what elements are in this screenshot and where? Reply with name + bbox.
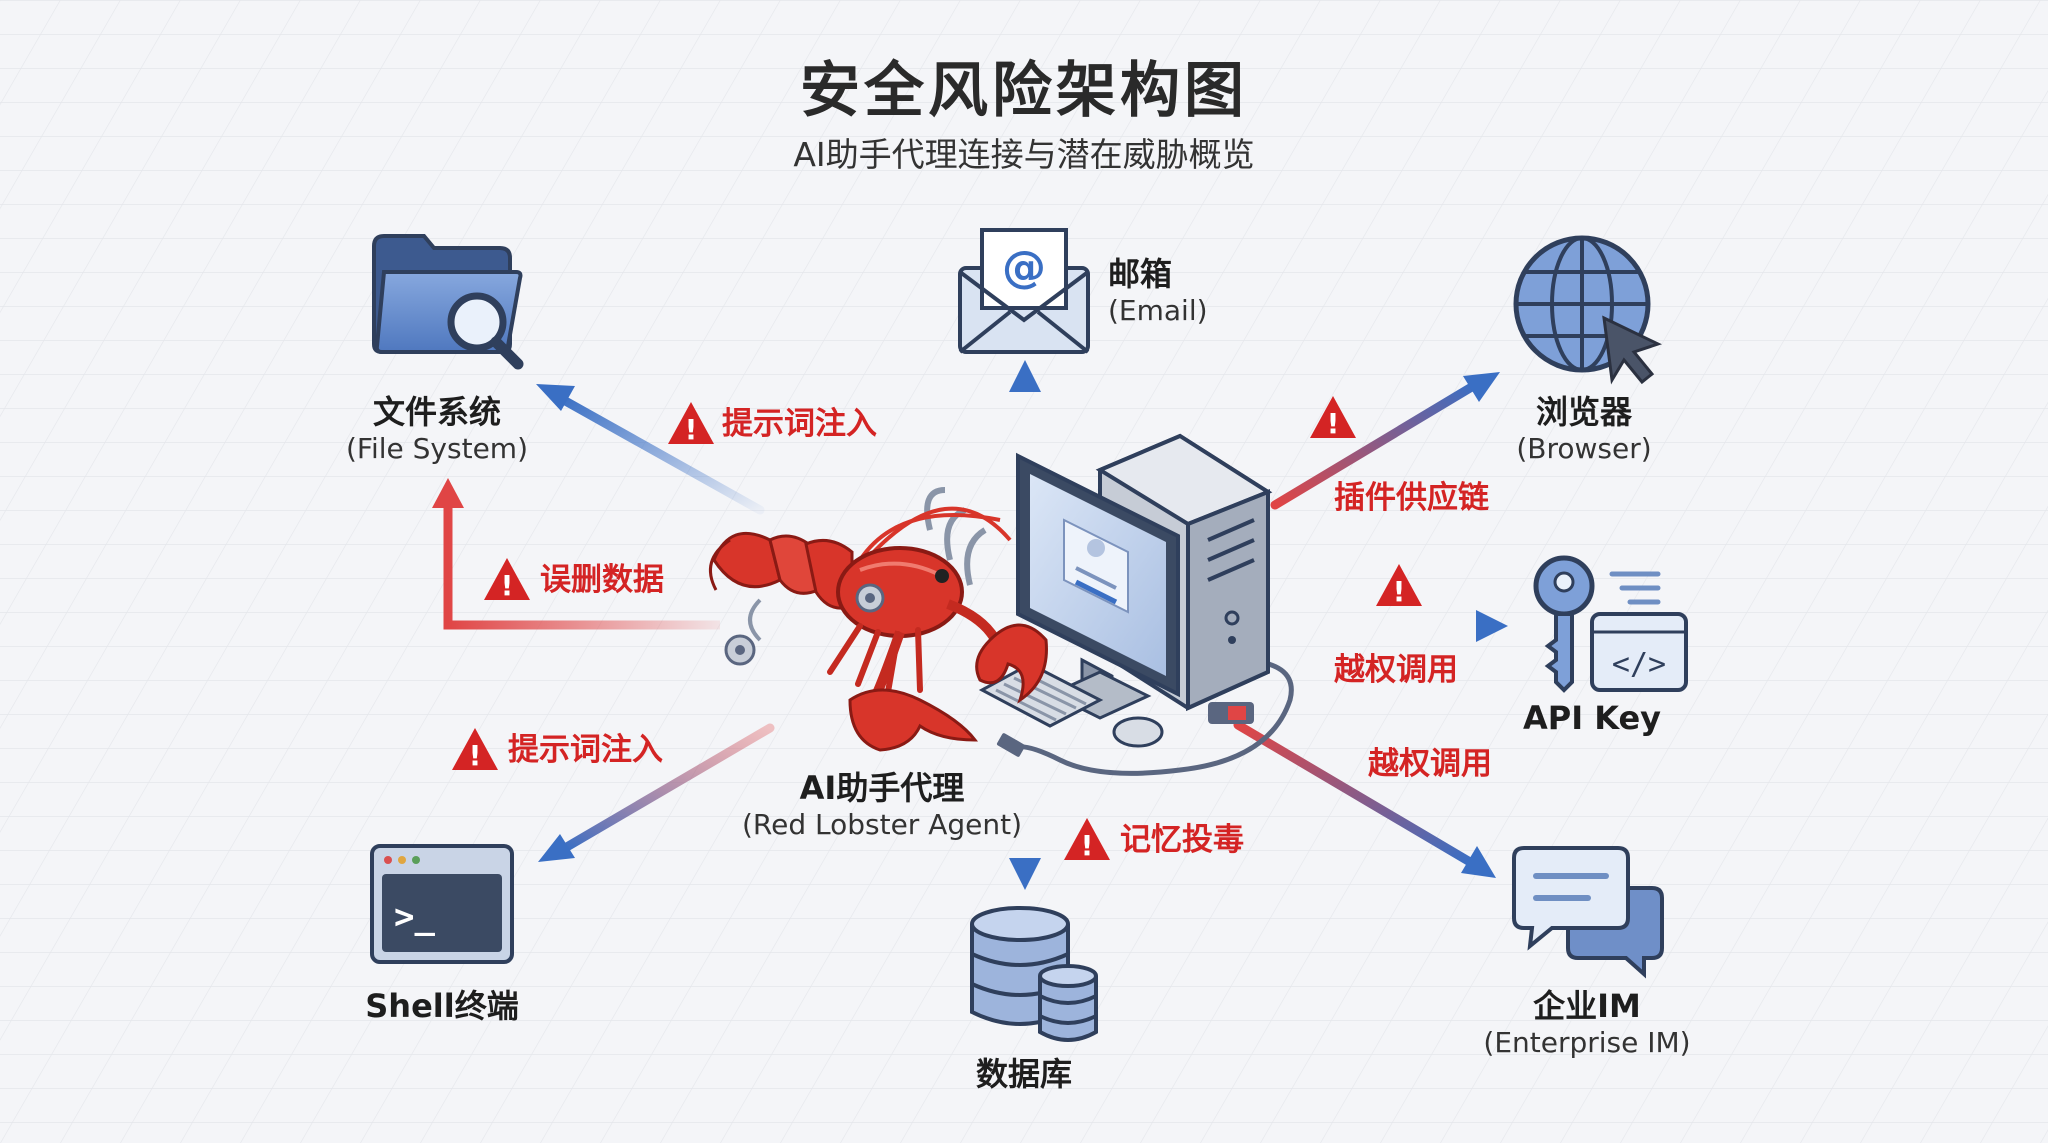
node-shell: Shell终端 bbox=[282, 986, 602, 1026]
node-im-sub: (Enterprise IM) bbox=[1483, 1026, 1691, 1059]
svg-text:!: ! bbox=[1393, 575, 1406, 608]
arrow-im bbox=[1233, 720, 1496, 878]
page-title: 安全风险架构图 bbox=[800, 56, 1248, 126]
node-email-sub: (Email) bbox=[1108, 294, 1208, 327]
node-email-name: 邮箱 bbox=[1108, 255, 1173, 293]
envelope-at-icon: @ bbox=[958, 228, 1090, 354]
page-subtitle: AI助手代理连接与潜在威胁概览 bbox=[793, 135, 1255, 174]
threat-prompt-injection-shell: 提示词注入 bbox=[508, 732, 663, 768]
chat-bubbles-icon bbox=[1512, 846, 1664, 979]
threat-privilege-api: 越权调用 bbox=[1334, 652, 1458, 688]
node-im-name: 企业IM bbox=[1533, 987, 1641, 1025]
database-cylinders-icon bbox=[970, 906, 1098, 1042]
node-file-system: 文件系统 (File System) bbox=[277, 392, 597, 466]
node-file-system-name: 文件系统 bbox=[372, 393, 501, 431]
arrow-api-key bbox=[1275, 610, 1508, 642]
warning-triangle-icon: ! bbox=[1064, 818, 1110, 862]
arrow-shell bbox=[538, 723, 775, 862]
key-code-icon: </> bbox=[1533, 555, 1688, 693]
arrow-email bbox=[1009, 360, 1041, 460]
warning-triangle-icon: ! bbox=[1376, 564, 1422, 608]
svg-text:@: @ bbox=[1002, 242, 1046, 293]
node-im: 企业IM (Enterprise IM) bbox=[1427, 986, 1747, 1060]
arrow-database bbox=[1009, 775, 1041, 890]
node-browser-name: 浏览器 bbox=[1535, 393, 1632, 431]
arrow-browser bbox=[1270, 372, 1500, 510]
lobster-agent bbox=[708, 506, 1048, 752]
node-center-agent: AI助手代理 (Red Lobster Agent) bbox=[722, 768, 1042, 842]
svg-text:!: ! bbox=[685, 413, 698, 446]
node-center-sub: (Red Lobster Agent) bbox=[741, 808, 1023, 841]
svg-text:!: ! bbox=[501, 569, 514, 602]
warning-triangle-icon: ! bbox=[1310, 396, 1356, 440]
node-browser-sub: (Browser) bbox=[1516, 432, 1652, 465]
node-file-system-sub: (File System) bbox=[345, 432, 528, 465]
folder-magnifier-icon bbox=[372, 234, 524, 370]
warning-triangle-icon: ! bbox=[668, 402, 714, 446]
lobster-computer-icon bbox=[708, 433, 1294, 776]
threat-memory-poisoning: 记忆投毒 bbox=[1120, 822, 1244, 858]
svg-text:!: ! bbox=[1081, 829, 1094, 862]
svg-text:</>: </> bbox=[1612, 647, 1666, 682]
threat-supply-chain: 插件供应链 bbox=[1334, 480, 1489, 516]
threat-privilege-im: 越权调用 bbox=[1368, 746, 1492, 782]
node-shell-name: Shell终端 bbox=[365, 987, 519, 1025]
svg-text:!: ! bbox=[1327, 407, 1340, 440]
terminal-window-icon: >_ bbox=[370, 844, 514, 964]
svg-text:>_: >_ bbox=[394, 897, 435, 937]
node-database: 数据库 bbox=[864, 1054, 1184, 1094]
node-api-key: API Key bbox=[1432, 698, 1752, 738]
threat-prompt-injection-top: 提示词注入 bbox=[722, 406, 877, 442]
warning-triangle-icon: ! bbox=[452, 728, 498, 772]
node-api-key-name: API Key bbox=[1522, 699, 1662, 737]
threat-data-deletion: 误删数据 bbox=[540, 562, 664, 598]
arrow-file-system bbox=[536, 384, 765, 515]
svg-text:!: ! bbox=[469, 739, 482, 772]
warning-triangle-icon: ! bbox=[484, 558, 530, 602]
node-center-name: AI助手代理 bbox=[799, 769, 965, 807]
globe-cursor-icon bbox=[1513, 235, 1662, 385]
arrow-data-deletion bbox=[432, 478, 720, 630]
node-database-name: 数据库 bbox=[975, 1055, 1072, 1093]
node-email: 邮箱 (Email) bbox=[1108, 254, 1208, 328]
node-browser: 浏览器 (Browser) bbox=[1424, 392, 1744, 466]
